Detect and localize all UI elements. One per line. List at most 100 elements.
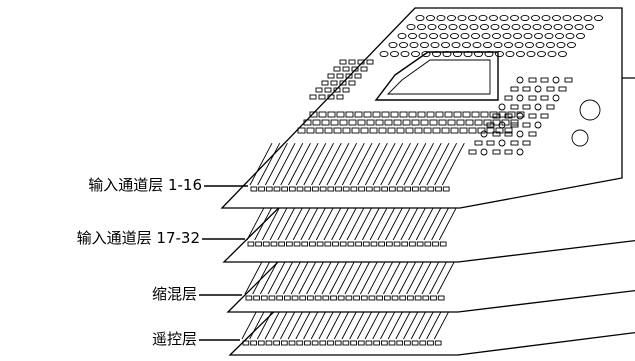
fader-cap — [368, 295, 376, 301]
knob — [388, 41, 398, 49]
button — [510, 119, 519, 126]
fader-cap — [327, 340, 334, 346]
knob — [543, 23, 552, 31]
layer-label-mix: 缩混层 — [152, 285, 197, 303]
fader-slot — [357, 142, 381, 186]
knob — [450, 32, 459, 40]
knob — [439, 32, 449, 40]
knob — [516, 94, 524, 102]
button — [453, 111, 462, 118]
fader-cap — [432, 241, 439, 247]
knob — [513, 32, 522, 40]
fader-cap — [253, 295, 260, 301]
knob — [429, 32, 438, 40]
fader-slot — [288, 142, 311, 186]
button — [321, 80, 329, 86]
fader-cap — [419, 340, 427, 346]
knob — [492, 32, 501, 40]
button — [510, 86, 519, 92]
button — [348, 119, 357, 126]
knob — [552, 14, 561, 22]
button — [402, 119, 411, 126]
fader-cap — [324, 241, 332, 247]
knob — [534, 103, 542, 111]
button — [540, 77, 549, 83]
knob — [480, 148, 488, 156]
button — [357, 119, 366, 126]
button — [501, 119, 510, 126]
fader-cap — [412, 186, 419, 192]
knob — [417, 23, 426, 31]
fader-cap — [424, 241, 432, 247]
knob — [427, 23, 437, 31]
fader-cap — [342, 186, 350, 192]
fader-cap — [407, 295, 414, 301]
knob — [502, 32, 512, 40]
fader-cap — [276, 295, 283, 301]
knob — [544, 32, 554, 40]
fader-cap — [332, 241, 339, 247]
knob — [552, 76, 560, 84]
fader-cap — [257, 340, 265, 346]
button — [486, 127, 495, 134]
fader-cap — [404, 186, 412, 192]
fader-cap — [327, 186, 335, 192]
button — [546, 104, 555, 110]
button — [375, 119, 384, 126]
button — [303, 119, 312, 126]
fader-cap — [289, 186, 296, 192]
fader-cap — [411, 340, 419, 346]
knob — [534, 32, 543, 40]
fader-cap — [422, 295, 430, 301]
knob — [514, 41, 524, 49]
knob — [490, 23, 500, 31]
button — [540, 113, 549, 119]
knob — [469, 23, 479, 31]
knob — [472, 41, 482, 49]
fader-cap — [437, 295, 445, 301]
fader-cap — [439, 241, 447, 247]
button — [396, 127, 405, 134]
button — [546, 86, 555, 92]
button — [438, 119, 447, 126]
knob — [411, 50, 420, 58]
button — [459, 127, 468, 134]
layer-label-remote: 遥控层 — [152, 330, 197, 348]
button — [393, 119, 402, 126]
button — [339, 59, 347, 65]
knob — [409, 41, 419, 49]
fader-slot — [249, 142, 273, 186]
button — [348, 59, 356, 65]
knob — [451, 41, 461, 49]
knob — [531, 14, 540, 22]
fader-slot — [441, 142, 465, 186]
button — [315, 87, 323, 93]
button — [399, 111, 408, 118]
knob — [553, 23, 563, 31]
button — [357, 59, 365, 65]
button — [510, 104, 519, 110]
button — [342, 127, 351, 134]
button — [354, 73, 362, 79]
knob — [516, 148, 524, 156]
knob — [397, 32, 407, 40]
button — [348, 80, 356, 86]
label-group-input-1-16: 输入通道层 1-16 — [88, 176, 248, 194]
knob — [499, 14, 509, 22]
button — [333, 66, 341, 72]
button — [318, 111, 327, 118]
knob — [537, 50, 546, 58]
knob — [400, 50, 410, 58]
fader-cap — [396, 186, 404, 192]
button — [432, 127, 441, 134]
fader-slot — [311, 142, 334, 186]
button — [522, 86, 531, 92]
fader-cap — [301, 241, 309, 247]
fader-cap — [430, 295, 437, 301]
knob — [594, 14, 603, 22]
button — [492, 149, 501, 155]
fader-cap — [281, 186, 288, 192]
layer-label-input-17-32: 输入通道层 17-32 — [77, 229, 200, 247]
button — [327, 111, 336, 118]
button — [498, 111, 507, 118]
